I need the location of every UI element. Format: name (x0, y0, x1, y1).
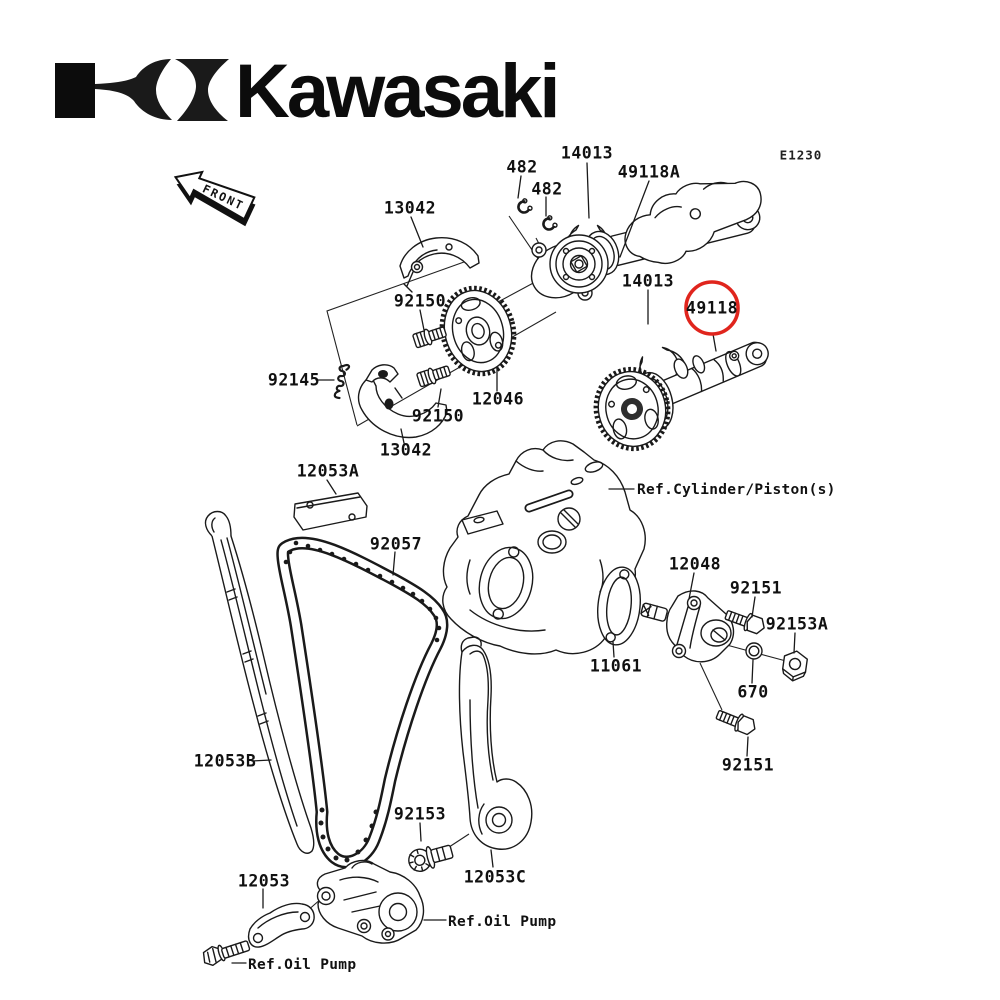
part-label-12046[interactable]: 12046 (471, 389, 525, 409)
part-label-14013-a[interactable]: 14013 (560, 143, 614, 163)
part-label-12053B[interactable]: 12053B (193, 751, 257, 771)
bolt-92150-top-drawing (412, 326, 447, 349)
part-label-12053C[interactable]: 12053C (463, 867, 527, 887)
ref-label-oil-pump-a: Ref.Oil Pump (448, 914, 557, 930)
clip-482-a-drawing (517, 198, 533, 214)
part-label-12053[interactable]: 12053 (237, 871, 291, 891)
highlight-circle-49118 (684, 280, 740, 336)
part-label-482-b[interactable]: 482 (531, 179, 563, 199)
part-label-92151-b[interactable]: 92151 (721, 755, 775, 775)
chain-guide-12053A-drawing (293, 492, 368, 531)
clip-482-b-drawing (542, 215, 558, 231)
part-label-12053A[interactable]: 12053A (296, 461, 360, 481)
bolt-92153-drawing (408, 844, 454, 872)
bolt-92150-bottom-drawing (416, 365, 451, 388)
oil-pump-bolt-drawing (202, 940, 251, 966)
part-label-49118A[interactable]: 49118A (617, 162, 681, 182)
part-label-92150-b[interactable]: 92150 (411, 406, 465, 426)
part-label-670[interactable]: 670 (737, 682, 769, 702)
chain-links (283, 540, 442, 863)
bolt-92151-bottom-drawing (715, 709, 756, 736)
part-label-92145[interactable]: 92145 (267, 370, 321, 390)
bolt-92151-top-drawing (724, 610, 765, 635)
river-mark-k-left (95, 59, 172, 120)
part-label-13042-a[interactable]: 13042 (383, 198, 437, 218)
part-label-14013-b[interactable]: 14013 (621, 271, 675, 291)
river-mark-square (55, 63, 95, 118)
cam-cap-49118A-drawing (624, 180, 762, 265)
ref-label-cylinder-piston: Ref.Cylinder/Piston(s) (637, 482, 836, 498)
part-label-92151-a[interactable]: 92151 (729, 578, 783, 598)
cam-chain-drawing (276, 536, 449, 869)
part-label-92150-a[interactable]: 92150 (393, 291, 447, 311)
oring-670-drawing (745, 642, 763, 660)
part-label-12048[interactable]: 12048 (668, 554, 722, 574)
part-label-13042-b[interactable]: 13042 (379, 440, 433, 460)
kawasaki-wordmark: Kawasaki (235, 49, 557, 134)
ref-label-oil-pump-b: Ref.Oil Pump (248, 957, 357, 973)
bracket-12053-drawing (247, 902, 315, 948)
chain-guide-12053B-drawing (204, 510, 315, 854)
chain-guide-12053C-drawing (458, 636, 533, 850)
gasket-11061-drawing (597, 566, 641, 646)
part-label-92153A[interactable]: 92153A (765, 614, 829, 634)
diagram-code: E1230 (779, 147, 823, 163)
camshaft-intake-drawing (593, 341, 769, 452)
part-label-92057[interactable]: 92057 (369, 534, 423, 554)
tensioner-12048-drawing (640, 590, 735, 663)
oil-pump-drawing (316, 859, 425, 944)
chain-guide-13042-top-drawing (399, 237, 480, 293)
part-label-92153[interactable]: 92153 (393, 804, 447, 824)
sprocket-12046-drawing (439, 285, 517, 377)
spring-92145-drawing (333, 363, 351, 400)
part-label-482-a[interactable]: 482 (506, 157, 538, 177)
part-label-49118-highlighted[interactable]: 49118 (685, 298, 739, 318)
kawasaki-logo: Kawasaki (55, 49, 560, 134)
river-mark-k-right (175, 59, 229, 121)
nut-92153A-drawing (782, 650, 808, 682)
leader-lines (231, 162, 796, 964)
chain-guide-13042-bottom-drawing (357, 364, 448, 439)
part-label-11061[interactable]: 11061 (589, 656, 643, 676)
front-arrow: FRONT (173, 170, 256, 227)
